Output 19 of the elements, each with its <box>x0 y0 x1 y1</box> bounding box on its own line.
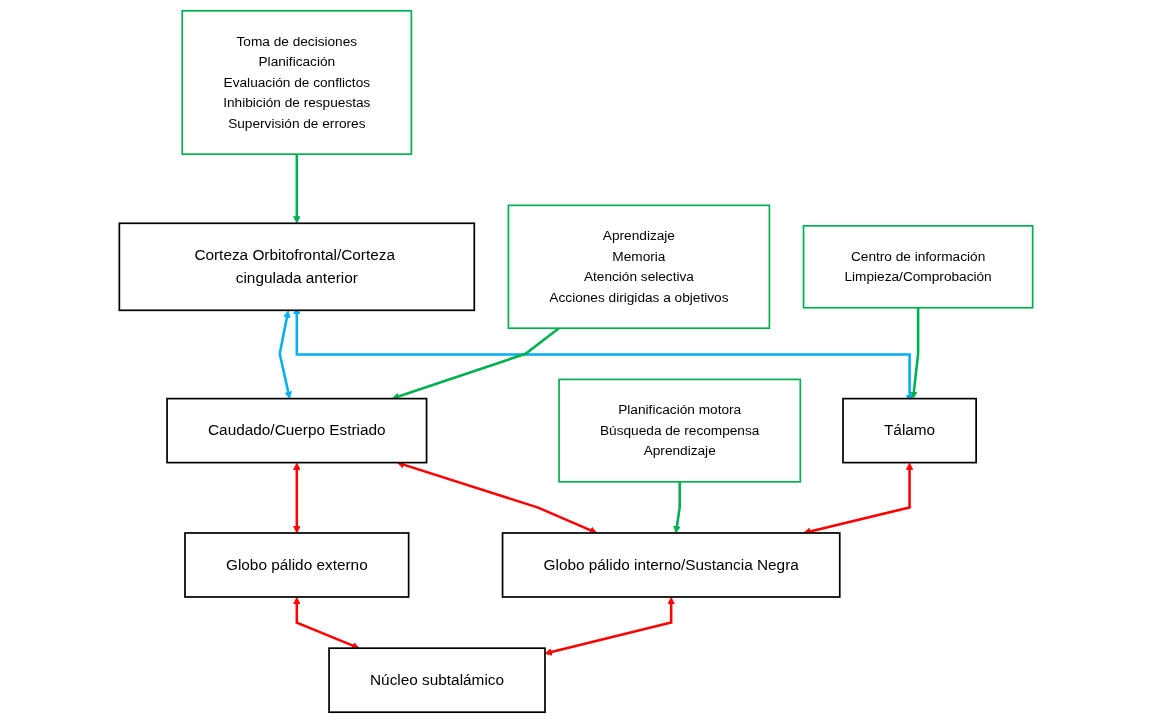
node-box: Núcleo subtalámico <box>327 647 546 714</box>
arrow <box>277 310 292 399</box>
node-box: Corteza Orbitofrontal/Corteza cingulada anterior <box>118 222 475 312</box>
arrow <box>292 154 301 224</box>
arrow <box>672 481 681 534</box>
arrow <box>909 307 919 399</box>
node-box: Toma de decisiones Planificación Evaluación de conflictos Inhibición de respuestas Supervisión de errores <box>180 9 412 156</box>
node-box: Centro de información Limpieza/Comprobación <box>802 225 1033 309</box>
node-box: Aprendizaje Memoria Atención selectiva Acciones dirigidas a objetivos <box>507 204 770 330</box>
arrow <box>391 327 560 400</box>
node-box: Globo pálido interno/Sustancia Negra <box>501 532 841 598</box>
node-box: Planificación motora Búsqueda de recompensa Aprendizaje <box>557 378 801 483</box>
arrow <box>544 597 675 656</box>
arrow <box>292 462 301 534</box>
node-box: Tálamo <box>841 397 977 464</box>
arrow <box>396 461 597 534</box>
node-box: Globo pálido externo <box>183 532 409 598</box>
node-box: Caudado/Cuerpo Estriado <box>165 397 427 464</box>
arrow <box>292 597 359 650</box>
